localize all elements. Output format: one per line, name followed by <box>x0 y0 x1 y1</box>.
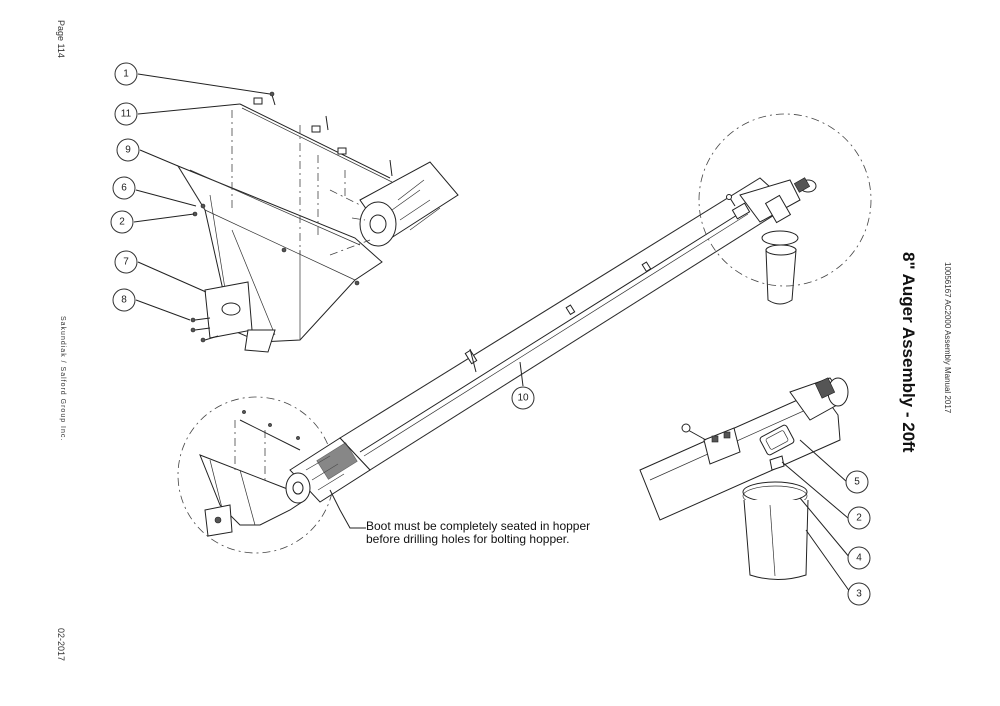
callout-7-label: 7 <box>123 257 129 268</box>
callout-9-label: 9 <box>125 145 131 156</box>
tube-head-upper <box>726 177 817 305</box>
callout-11-label: 11 <box>121 109 132 120</box>
callout-5: 5 <box>845 470 869 494</box>
note-line-2: before drilling holes for bolting hopper… <box>366 532 570 546</box>
callout-2-hopper: 2 <box>110 210 134 234</box>
callout-10: 10 <box>511 386 535 410</box>
discharge-assembly-detail <box>639 377 849 580</box>
note-line-1: Boot must be completely seated in hopper <box>366 519 591 533</box>
callout-2-spout: 2 <box>847 506 871 530</box>
callout-1: 1 <box>114 62 138 86</box>
callout-2-hopper-label: 2 <box>119 217 125 228</box>
callout-11: 11 <box>114 102 138 126</box>
callout-4-label: 4 <box>856 553 862 564</box>
hopper-detail-small <box>199 410 306 537</box>
callout-10-label: 10 <box>517 393 529 404</box>
callout-1-label: 1 <box>123 69 129 80</box>
callout-2-spout-label: 2 <box>856 513 862 524</box>
callout-8: 8 <box>112 288 136 312</box>
hopper-rail <box>231 91 393 255</box>
callout-8-label: 8 <box>121 295 127 306</box>
callout-7: 7 <box>114 250 138 274</box>
installation-note: Boot must be completely seated in hopper… <box>366 520 590 546</box>
hopper-exploded <box>176 164 383 353</box>
callout-3: 3 <box>847 582 871 606</box>
callout-5-label: 5 <box>854 477 860 488</box>
detail-circle-upper <box>698 113 872 287</box>
callout-9: 9 <box>116 138 140 162</box>
auger-boot-exploded <box>329 161 459 256</box>
callout-6: 6 <box>112 176 136 200</box>
callout-6-label: 6 <box>121 183 127 194</box>
callout-4: 4 <box>847 546 871 570</box>
callout-3-label: 3 <box>856 589 862 600</box>
leader-lines <box>133 73 851 593</box>
tube-boot-lower <box>285 437 371 529</box>
